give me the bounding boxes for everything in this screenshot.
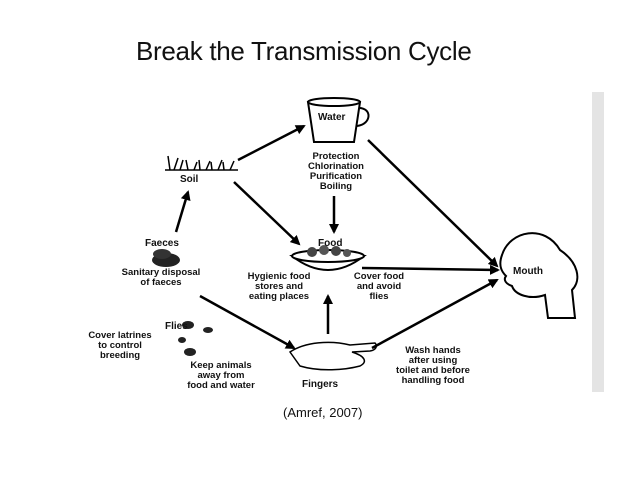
faeces-icon [152, 249, 180, 267]
barrier-cover-latrines: Cover latrines to control breeding [88, 330, 152, 361]
barrier-wash-hands: Wash hands after using toilet and before… [396, 345, 470, 386]
barrier-cover-food: Cover food and avoid flies [353, 271, 405, 302]
page-title: Break the Transmission Cycle [136, 36, 472, 66]
food-bowl-icon [289, 245, 367, 271]
arrow-soil-to-water [237, 124, 306, 162]
water-bucket-icon [306, 97, 370, 143]
barrier-hygienic-food: Hygienic food stores and eating places [247, 271, 311, 302]
hand-icon [288, 341, 378, 371]
arrow-faeces-to-fingers [199, 294, 296, 350]
node-water: Water [318, 112, 346, 123]
barrier-keep-animals: Keep animals away from food and water [187, 360, 255, 391]
soil-grass-icon [165, 155, 238, 171]
flies-icon [178, 321, 213, 356]
citation-caption: (Amref, 2007) [283, 405, 363, 420]
arrows [174, 124, 500, 350]
node-flies: Flies [165, 321, 188, 332]
arrow-faeces-to-soil [174, 190, 191, 233]
node-mouth: Mouth [513, 266, 543, 277]
scan-edge [592, 92, 604, 392]
node-soil: Soil [180, 174, 199, 185]
arrow-water-to-mouth [367, 139, 499, 268]
arrow-fingers-to-mouth [371, 278, 499, 350]
barrier-sanitary-disposal: Sanitary disposal of faeces [121, 267, 201, 288]
node-fingers: Fingers [302, 379, 339, 390]
barrier-water-treatment: Protection Chlorination Purification Boi… [308, 151, 364, 192]
head-icon [499, 232, 579, 319]
node-faeces: Faeces [145, 238, 179, 249]
node-food: Food [318, 238, 343, 249]
arrow-soil-to-food [233, 181, 301, 246]
arrow-food-to-mouth [361, 264, 500, 275]
